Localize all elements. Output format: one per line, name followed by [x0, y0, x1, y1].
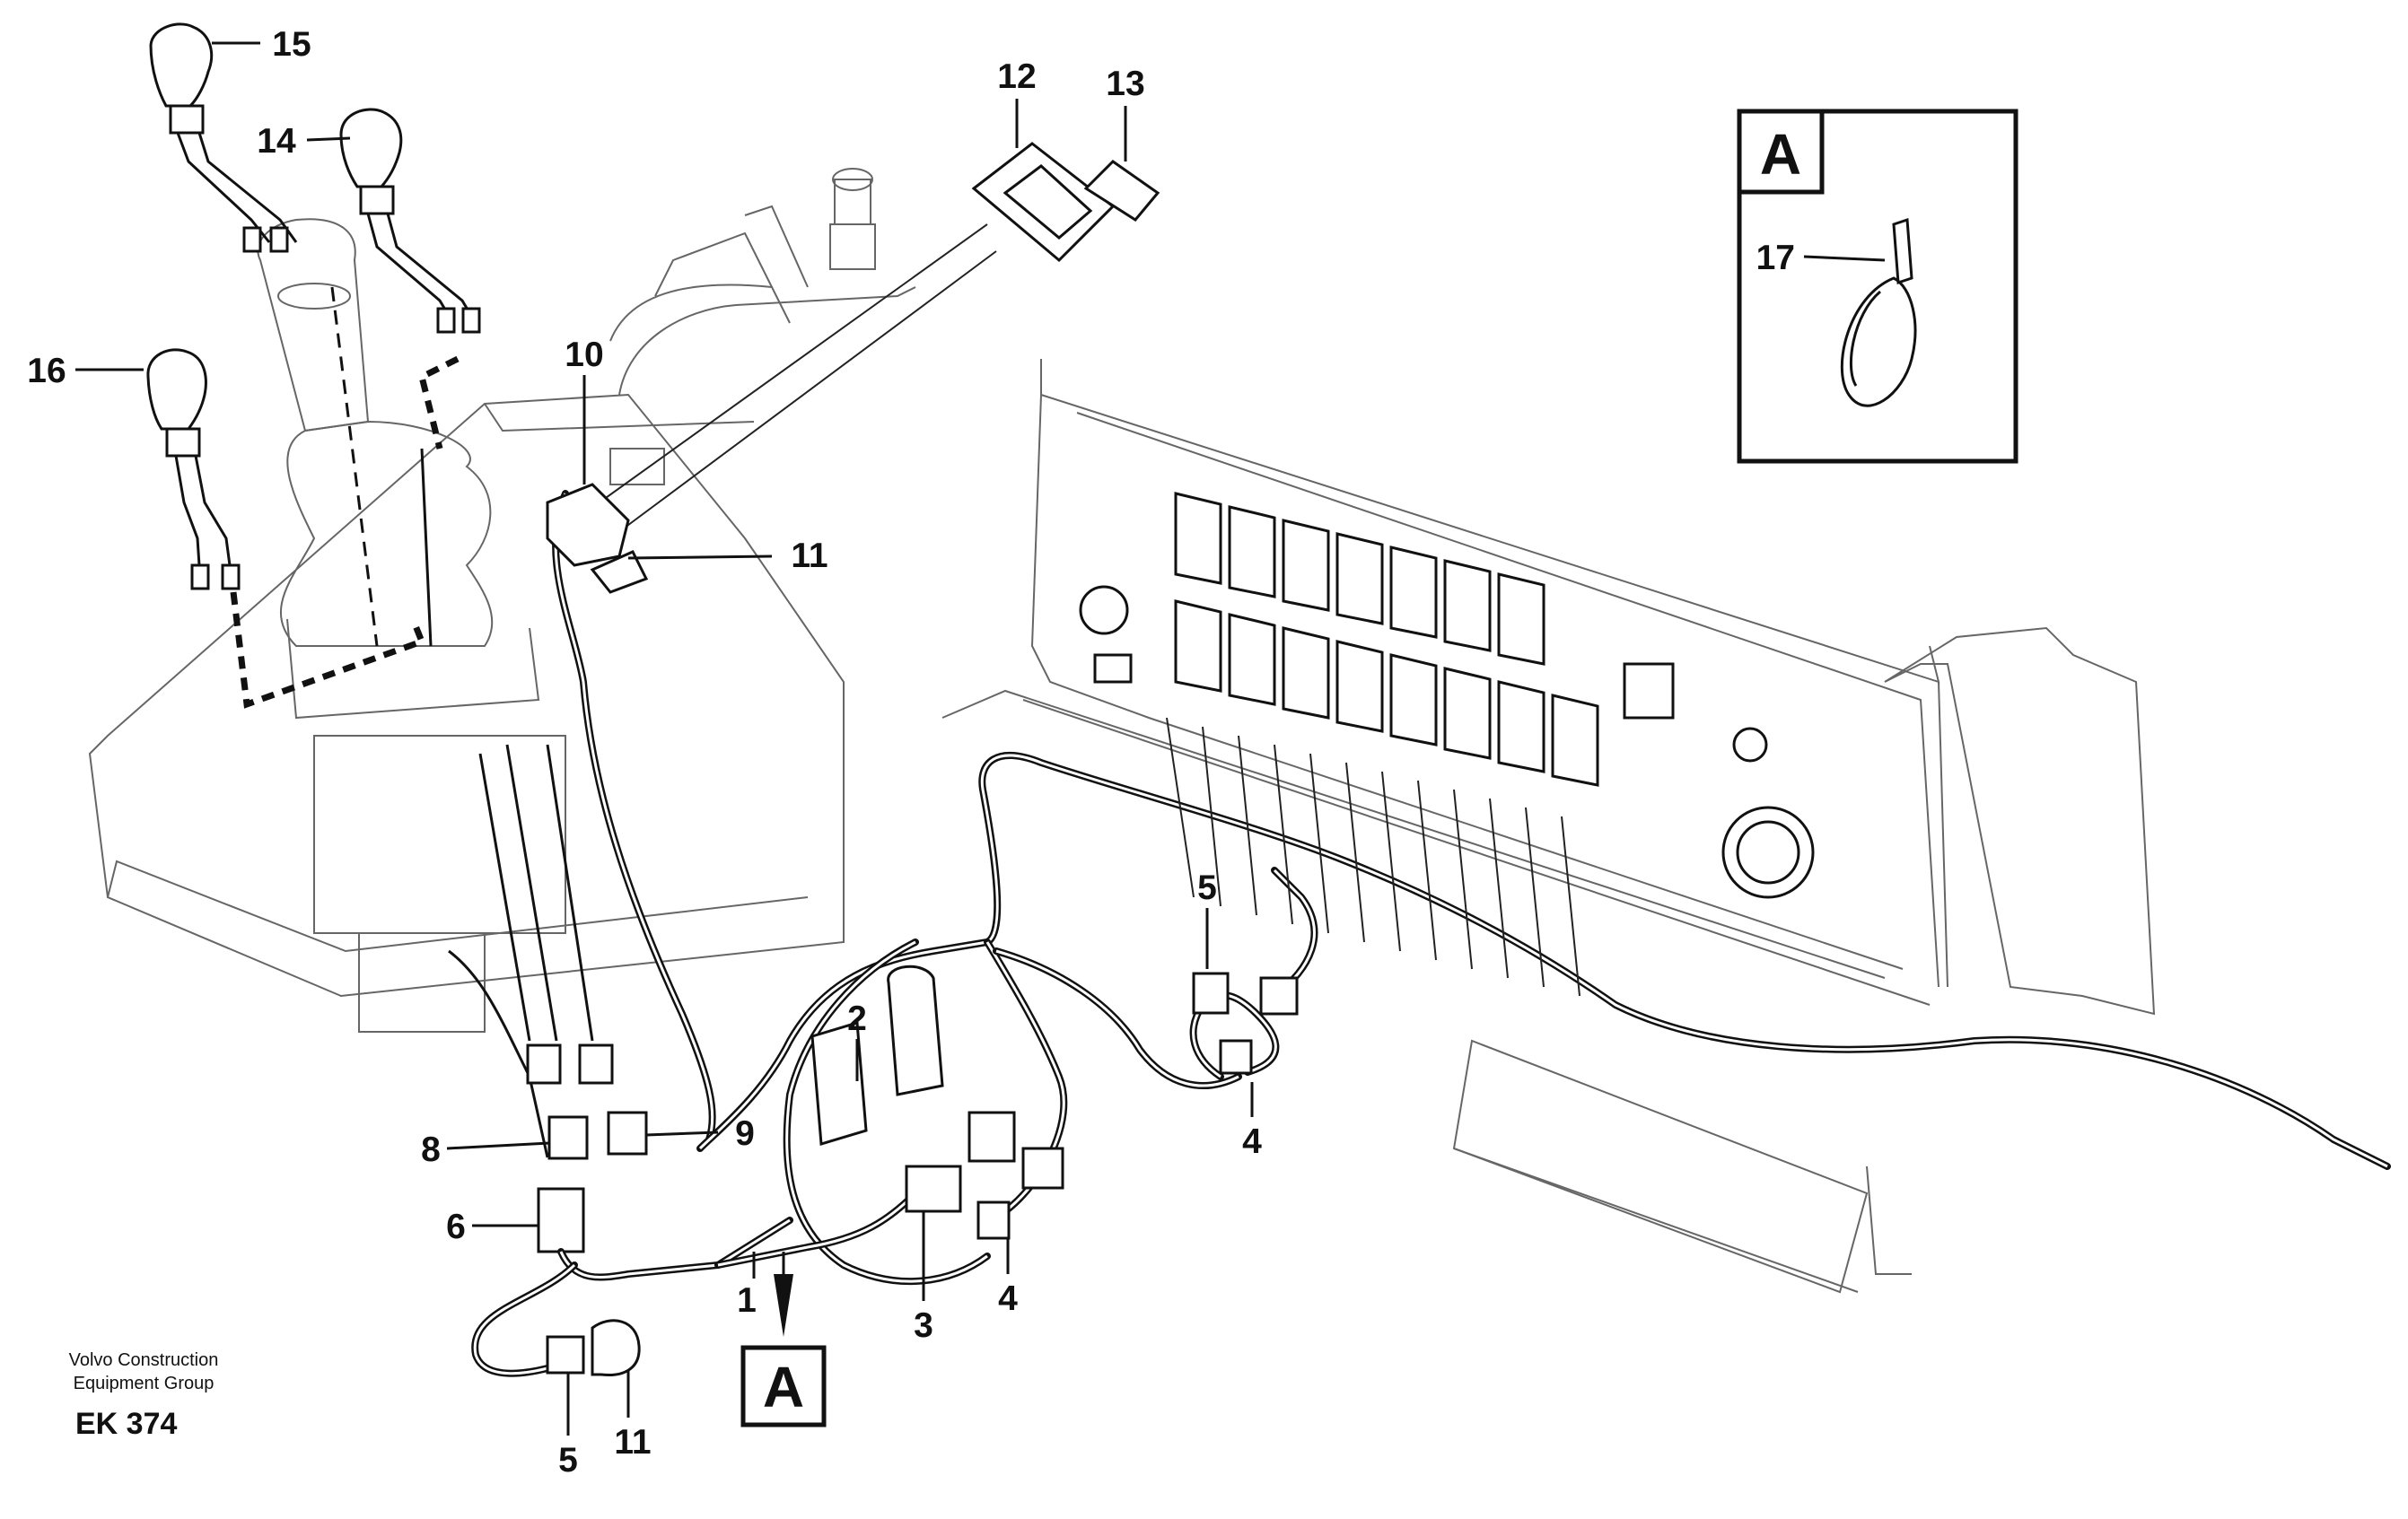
callout-2: 2 [847, 1000, 867, 1038]
drawing-code: EK 374 [75, 1407, 177, 1441]
connector-9 [546, 483, 630, 567]
rocker-switches-bottom [1174, 599, 1599, 787]
connector-joystick-b [578, 1043, 614, 1085]
callout-14: 14 [257, 122, 296, 161]
bulb-16 [146, 348, 426, 709]
indicator-knob [1732, 727, 1768, 763]
bulb-15 [149, 22, 298, 253]
connector-5-lower [546, 1335, 585, 1375]
callout-5-upper: 5 [1197, 869, 1217, 907]
title-block: Volvo Construction Equipment Group EK 37… [69, 1350, 219, 1441]
ignition-switch [1079, 585, 1129, 635]
detail-box-a: A 17 [1737, 109, 2018, 464]
callout-leaders [75, 41, 1254, 1436]
callout-7: 8 [421, 1131, 441, 1169]
connector-2 [810, 1021, 868, 1146]
connector-2b [887, 965, 944, 1096]
callout-8: 9 [735, 1114, 755, 1153]
connector-8 [607, 1111, 648, 1156]
cable-tie-icon [1840, 276, 1917, 407]
dashboard-panel [941, 359, 2156, 1294]
section-marker: A [740, 1252, 827, 1427]
connector-7 [547, 1115, 589, 1160]
rocker-switches-top [1174, 492, 1545, 666]
joystick [257, 218, 566, 1033]
callout-1: 1 [737, 1281, 757, 1320]
callout-4-upper: 4 [1242, 1122, 1262, 1161]
detail-letter: A [1760, 122, 1801, 187]
symbol-plate-13 [1083, 160, 1160, 222]
callout-16: 16 [27, 352, 66, 390]
credit-line-1: Volvo Construction [69, 1350, 219, 1370]
callout-labels: 15 14 16 12 13 10 11 2 5 4 8 9 6 1 3 4 5… [27, 25, 1262, 1480]
connector-10 [590, 550, 649, 594]
cab-harness [696, 751, 2391, 1286]
callout-13: 13 [1106, 65, 1144, 103]
connector-5-upper [1192, 972, 1230, 1015]
connector-4-upper [1219, 1039, 1253, 1075]
callout-10: 11 [791, 537, 827, 575]
credit-line-2: Equipment Group [74, 1374, 215, 1393]
callout-9: 10 [565, 336, 603, 374]
callout-11: 11 [614, 1423, 651, 1462]
connector-11 [591, 1319, 641, 1377]
panel-connector [1623, 662, 1675, 720]
callout-17: 17 [1756, 239, 1795, 277]
joystick-harness [448, 490, 793, 1377]
connector-joystick-a [526, 1043, 562, 1085]
connector-5-mate [1259, 976, 1299, 1016]
callout-5-lower: 5 [558, 1441, 578, 1480]
connectors-9-10 [546, 483, 649, 594]
connector-6 [537, 1187, 585, 1253]
callout-15: 15 [272, 25, 311, 64]
callout-12: 12 [997, 57, 1036, 96]
bulb-14 [339, 108, 481, 450]
connector-3 [905, 1165, 962, 1213]
round-gauge [1721, 806, 1815, 899]
upper-panel [574, 142, 1160, 539]
section-marker-letter: A [763, 1355, 804, 1419]
callout-3: 3 [914, 1306, 933, 1345]
callout-4-lower: 4 [998, 1279, 1018, 1318]
callout-6: 6 [446, 1208, 466, 1246]
connector-4-lower [976, 1200, 1011, 1240]
